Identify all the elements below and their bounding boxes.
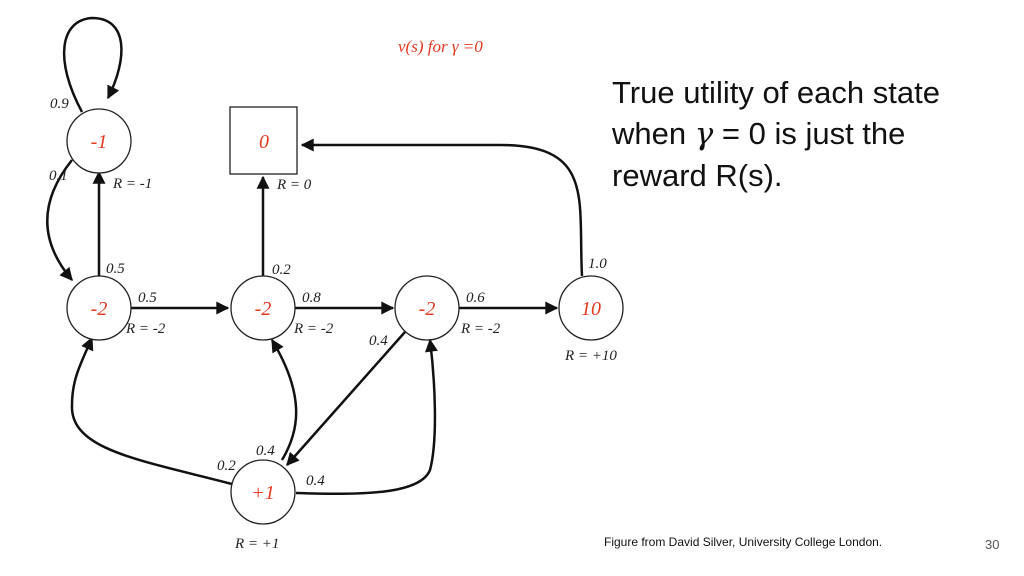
state-sleep — [229, 106, 298, 175]
figure-credit: Figure from David Silver, University Col… — [604, 535, 883, 549]
reward-class3: R = -2 — [460, 321, 501, 337]
prob-class3-to-pub: 0.4 — [369, 333, 388, 349]
value-class2: -2 — [255, 298, 272, 320]
reward-sleep: R = 0 — [276, 177, 312, 193]
state-pub — [230, 459, 296, 525]
explanation-line-1: True utility of each state — [612, 75, 940, 110]
state-class1 — [66, 108, 132, 174]
prob-pub-to-class2: 0.4 — [256, 443, 275, 459]
nodes — [66, 106, 624, 525]
edge-class3-to-pub — [286, 331, 406, 466]
reward-facebook: R = -2 — [125, 321, 166, 337]
diagram-heading: v(s) for γ =0 — [398, 37, 483, 56]
page-number: 30 — [985, 537, 1000, 552]
prob-class1-to-facebook: 0.1 — [49, 168, 68, 184]
state-facebook — [66, 275, 132, 341]
value-sleep: 0 — [259, 131, 269, 153]
state-class3 — [394, 275, 460, 341]
edge-pub-to-class3 — [295, 338, 438, 496]
gamma-symbol: γ — [694, 116, 714, 152]
prob-self-loop: 0.9 — [50, 96, 69, 112]
explanation-line-2-prefix: when — [612, 116, 695, 151]
value-pub: +1 — [251, 482, 275, 504]
state-pass — [558, 275, 624, 341]
prob-class2-to-sleep: 0.2 — [272, 262, 291, 278]
prob-pass-to-sleep: 1.0 — [588, 256, 607, 272]
prob-class3-to-pass: 0.6 — [466, 290, 485, 306]
prob-facebook-to-class1: 0.5 — [106, 261, 125, 277]
edge-pass-to-sleep — [300, 138, 584, 277]
state-class2 — [230, 275, 296, 341]
edge-class1-to-facebook — [46, 159, 73, 281]
prob-pub-to-facebook: 0.2 — [217, 458, 236, 474]
value-pass: 10 — [581, 298, 601, 320]
explanation-line-2-suffix: = 0 is just the — [713, 116, 906, 151]
prob-facebook-to-class2: 0.5 — [138, 290, 157, 306]
explanation-line-3: reward R(s). — [612, 158, 783, 193]
prob-pub-to-class3: 0.4 — [306, 473, 325, 489]
value-facebook: -2 — [91, 298, 108, 320]
explanation-text: True utility of each state when γ = 0 is… — [612, 72, 1012, 196]
edge-pub-to-class2 — [270, 338, 298, 461]
value-class3: -2 — [419, 298, 436, 320]
value-class1: -1 — [91, 131, 108, 153]
reward-pass: R = +10 — [564, 348, 617, 364]
reward-class1: R = -1 — [112, 176, 152, 192]
edge-pub-to-facebook — [70, 336, 233, 486]
edge-self-loop — [62, 16, 123, 113]
explanation-line-2: when γ = 0 is just the — [612, 113, 1012, 155]
reward-pub: R = +1 — [234, 536, 279, 552]
edges — [46, 16, 584, 496]
reward-class2: R = -2 — [293, 321, 334, 337]
prob-class2-to-class3: 0.8 — [302, 290, 321, 306]
